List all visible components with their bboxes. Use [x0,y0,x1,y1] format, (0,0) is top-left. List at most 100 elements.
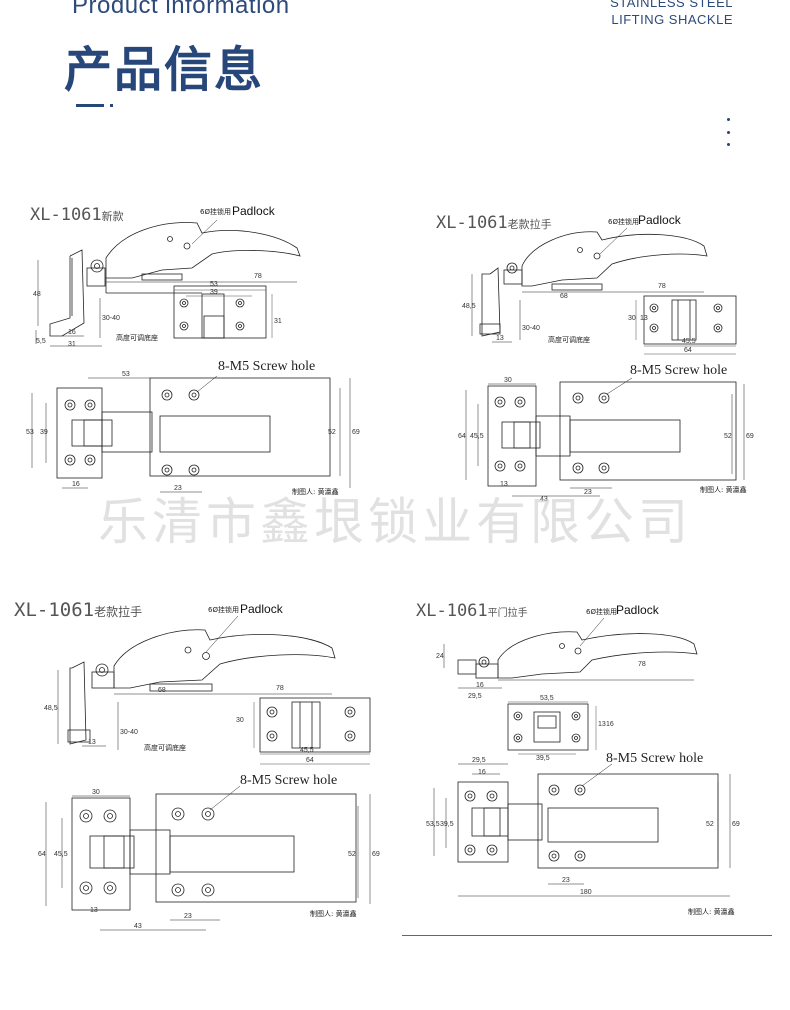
drawing-3-adjust-note: 高度可调底座 [144,743,186,752]
product-tag-line2: LIFTING SHACKLE [611,12,733,27]
dim-label: 29,5 [468,693,482,700]
title-underline [76,104,104,107]
drawing-3-variant: 老款拉手 [94,604,142,619]
dim-label: 39 [40,429,48,436]
dim-label: 64 [306,757,314,764]
dim-label: 16 [606,721,614,728]
dim-label: 16 [68,329,76,336]
dim-label: 39,5 [536,755,550,762]
svg-text:XL-1061平门拉手: XL-1061平门拉手 [416,601,528,621]
drawing-1-padlock-note: 6Ø挂锁用 [200,207,231,216]
dim-label: 69 [746,433,754,440]
drawing-1-variant: 新款 [102,209,124,223]
svg-text:XL-1061老款拉手: XL-1061老款拉手 [436,213,552,233]
dim-label: 30 [628,315,636,322]
company-watermark: 乐清市鑫垠锁业有限公司 [98,493,692,551]
svg-text:XL-1061老款拉手: XL-1061老款拉手 [14,599,142,621]
drawing-4-variant: 平门拉手 [488,606,528,619]
dim-label: 78 [276,685,284,692]
drawing-3-padlock-note: 6Ø挂锁用 [208,605,239,614]
dim-label: 69 [372,851,380,858]
drawing-panel-2: XL-1061老款拉手 6Ø挂锁用 Padlock 8-M5 Screw hol… [432,204,762,504]
drawing-1-screw-label: 8-M5 Screw hole [218,359,315,374]
drawing-2-drafter: 制图人: 黄瀛鑫 [700,485,747,494]
dim-label: 45,5 [682,338,696,345]
svg-text:XL-1061新款: XL-1061新款 [30,205,124,225]
divider-line [402,935,772,936]
more-vertical-icon[interactable] [724,118,732,146]
dim-label: 30-40 [120,729,138,736]
dim-label: 13 [88,739,96,746]
drawing-3-screw-label: 8-M5 Screw hole [240,773,337,788]
drawing-2-variant: 老款拉手 [508,217,552,231]
dim-label: 16 [72,481,80,488]
dim-label: 24 [436,653,444,660]
section-title-cn: 产品信息 [64,42,265,98]
drawing-2-svg: XL-1061老款拉手 6Ø挂锁用 Padlock 8-M5 Screw hol… [436,213,754,503]
dim-label: 53 [26,429,34,436]
dim-label: 39 [210,289,218,296]
product-tag: STAINLESS STEEL LIFTING SHACKLE [610,0,733,28]
drawing-1-model: XL-1061 [30,205,102,225]
drawing-3-model: XL-1061 [14,599,94,621]
dim-label: 39,5 [440,821,454,828]
dim-label: 13 [500,481,508,488]
dim-label: 64 [458,433,466,440]
dim-label: 29,5 [472,757,486,764]
dim-label: 69 [732,821,740,828]
drawing-4-screw-label: 8-M5 Screw hole [606,751,703,766]
drawing-4-padlock-label: Padlock [616,603,660,617]
drawing-2-screw-label: 8-M5 Screw hole [630,363,727,378]
dim-label: 16 [478,769,486,776]
dim-label: 13 [598,721,606,728]
dim-label: 53 [122,371,130,378]
dim-label: 52 [706,821,714,828]
dim-label: 52 [328,429,336,436]
title-underline-dot [110,104,113,107]
dim-label: 48,5 [462,303,476,310]
dim-label: 52 [348,851,356,858]
dim-label: 23 [184,913,192,920]
dim-label: 31 [274,318,282,325]
drawing-1-svg: XL-1061新款 6Ø挂锁用 Padlock 8-M5 Screw hole … [26,204,360,496]
drawing-4-drafter: 制图人: 黄瀛鑫 [688,907,735,916]
drawing-4-padlock-note: 6Ø挂锁用 [586,607,617,616]
dim-label: 78 [254,273,262,280]
dim-label: 30 [236,717,244,724]
dim-label: 53,5 [426,821,440,828]
drawing-panel-4: XL-1061平门拉手 6Ø挂锁用 Padlock 8-M5 Screw hol… [412,594,767,924]
dim-label: 43 [540,496,548,503]
dim-label: 13 [496,335,504,342]
dim-label: 5,5 [36,338,46,345]
dim-label: 45,5 [300,747,314,754]
drawing-3-svg: XL-1061老款拉手 6Ø挂锁用 Padlock 8-M5 Screw hol… [14,599,380,931]
dim-label: 180 [580,889,592,896]
dim-label: 23 [174,485,182,492]
dim-label: 78 [638,661,646,668]
dim-label: 23 [584,489,592,496]
dim-label: 48 [33,291,41,298]
drawing-3-padlock-label: Padlock [240,602,284,616]
drawing-1-padlock-label: Padlock [232,204,276,218]
dim-label: 13 [640,315,648,322]
drawing-2-model: XL-1061 [436,213,508,233]
drawing-2-padlock-note: 6Ø挂锁用 [608,217,639,226]
dim-label: 52 [724,433,732,440]
dim-label: 45,5 [54,851,68,858]
dim-label: 53 [210,281,218,288]
drawing-1-drafter: 制图人: 黄瀛鑫 [292,487,339,496]
dim-label: 30-40 [522,325,540,332]
drawing-4-svg: XL-1061平门拉手 6Ø挂锁用 Padlock 8-M5 Screw hol… [416,601,740,916]
product-tag-line1: STAINLESS STEEL [610,0,733,10]
dim-label: 13 [90,907,98,914]
drawing-panel-1: XL-1061新款 6Ø挂锁用 Padlock 8-M5 Screw hole … [22,198,392,498]
dim-label: 64 [684,347,692,354]
dim-label: 16 [476,682,484,689]
dim-label: 78 [658,283,666,290]
dim-label: 23 [562,877,570,884]
dim-label: 31 [68,341,76,348]
dim-label: 30-40 [102,315,120,322]
drawing-2-padlock-label: Padlock [638,213,682,227]
section-title-en: Product information [72,0,290,19]
drawing-1-adjust-note: 高度可调底座 [116,333,158,342]
